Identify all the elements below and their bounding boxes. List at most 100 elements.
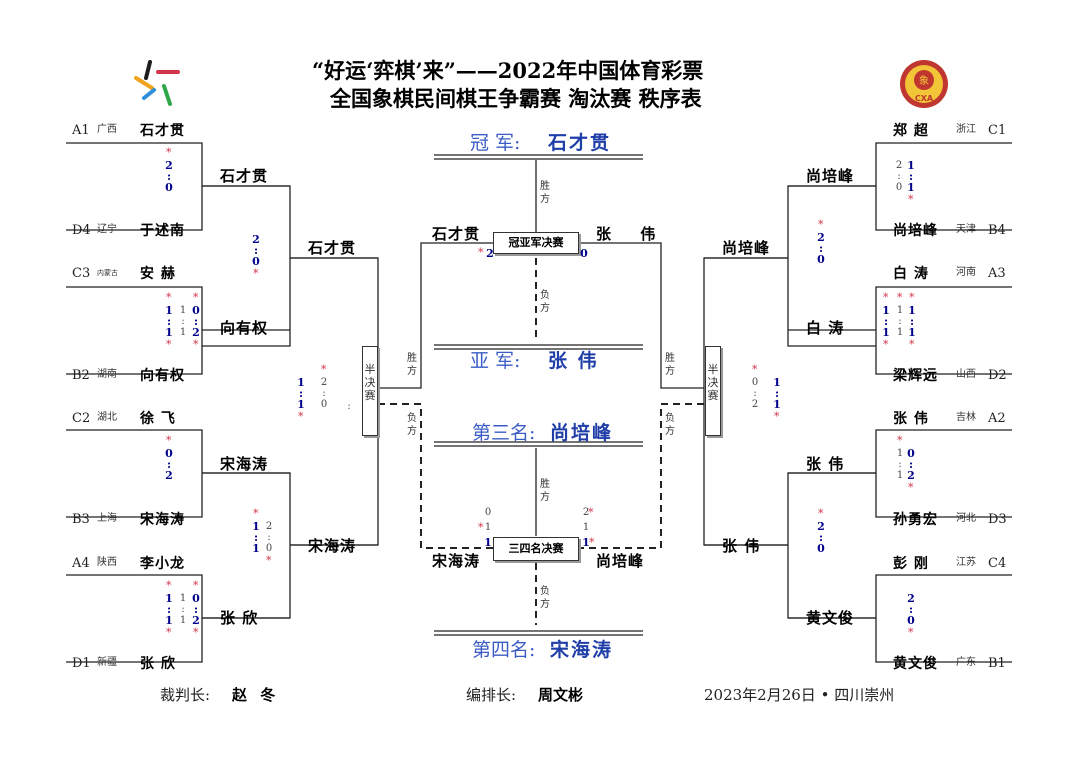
date-place: 2023年2月26日 • 四川崇州: [704, 686, 895, 704]
seed-player-name: 孙勇宏: [893, 512, 938, 528]
seed-code: B3: [72, 512, 90, 527]
score-digit: 2: [265, 521, 273, 532]
score-digit: 2: [817, 231, 825, 244]
seed-province: 上海: [97, 513, 117, 524]
score-digit: 1: [179, 327, 187, 338]
score-digit: :: [166, 458, 172, 471]
score-digit: 1: [773, 398, 781, 411]
third-place-name: 尚培峰: [550, 422, 614, 444]
score-digit: 2: [751, 399, 759, 410]
score-digit: :: [253, 244, 259, 257]
seed-player-name: 宋海涛: [140, 512, 185, 528]
third-match-box: 三四名决赛: [493, 537, 579, 561]
score-digit: 1: [165, 614, 173, 627]
score-digit: 1: [882, 326, 890, 339]
right-lose-label: 负方: [665, 413, 675, 437]
score-star: *: [909, 338, 915, 351]
left-lose-label: 负方: [407, 413, 417, 437]
score-digit: 1: [907, 181, 915, 194]
score-star: *: [908, 193, 914, 206]
third-lose-label: 负方: [540, 586, 550, 610]
score-digit: :: [166, 315, 172, 328]
score-digit: 1: [179, 615, 187, 626]
score-digit: :: [898, 316, 902, 327]
runner-rule: [434, 344, 643, 350]
fourth-place-label: 第四名:: [472, 639, 536, 661]
score-digit: 2: [907, 592, 915, 605]
score-digit: 2: [252, 233, 260, 246]
score-digit: 0: [751, 377, 759, 388]
seed-player-name: 郑 超: [893, 123, 929, 139]
right-qf-winner: 张 伟: [722, 537, 761, 555]
score-digit: 1: [165, 304, 173, 317]
seed-code: A1: [72, 123, 90, 138]
third-rule: [434, 441, 643, 447]
score-digit: :: [267, 532, 271, 543]
left-semifinal-box: 半决赛: [362, 346, 378, 436]
third-left-dash: [378, 403, 493, 549]
page-title-line-2: 全国象棋民间棋王争霸赛 淘汰赛 秩序表: [330, 86, 702, 111]
score-digit: 1: [896, 327, 904, 338]
score-digit: :: [166, 603, 172, 616]
score-star: *: [166, 434, 172, 447]
score-star: *: [883, 291, 889, 304]
left-r1-winner: 宋海涛: [220, 455, 269, 473]
third-left-star: *: [478, 521, 484, 534]
score-star: *: [266, 554, 272, 567]
final-lose-label: 负方: [540, 290, 550, 314]
champion-label: 冠 军:: [470, 132, 521, 154]
final-right-player: 张 伟: [596, 225, 668, 243]
fourth-rule: [434, 630, 643, 636]
third-left-player: 宋海涛: [432, 552, 481, 570]
score-star: *: [818, 507, 824, 520]
seed-player-name: 向有权: [140, 368, 185, 384]
score-star: *: [166, 626, 172, 639]
score-digit: 1: [896, 305, 904, 316]
score-digit: 0: [265, 543, 273, 554]
seed-code: B2: [72, 368, 90, 383]
seed-code: C4: [988, 556, 1007, 571]
seed-code: A3: [988, 266, 1006, 281]
score-star: *: [193, 291, 199, 304]
score-star: *: [321, 363, 327, 376]
score-star: *: [166, 579, 172, 592]
score-star: *: [253, 267, 259, 280]
score-star: *: [818, 218, 824, 231]
score-digit: 2: [165, 469, 173, 482]
score-digit: :: [818, 242, 824, 255]
seed-code: C2: [72, 411, 91, 426]
seed-province: 湖北: [97, 412, 117, 423]
score-digit: 1: [165, 592, 173, 605]
left-r1-winner: 向有权: [220, 319, 269, 337]
left-win-label: 胜方: [407, 353, 417, 377]
seed-province: 陕西: [97, 557, 117, 568]
score-digit: 1: [882, 304, 890, 317]
score-star: *: [193, 626, 199, 639]
right-r1-match-2: [788, 286, 1012, 375]
score-digit: :: [897, 171, 901, 182]
score-star: *: [908, 481, 914, 494]
score-digit: :: [908, 603, 914, 616]
seed-code: D1: [72, 656, 91, 671]
seed-code: B1: [988, 656, 1006, 671]
right-r1-winner: 黄文俊: [806, 609, 855, 627]
seed-province: 山西: [956, 369, 976, 380]
score-digit: :: [908, 170, 914, 183]
seed-province: 浙江: [956, 124, 976, 135]
score-digit: :: [181, 316, 185, 327]
final-right-path: [580, 242, 704, 389]
score-star: *: [193, 579, 199, 592]
score-star: *: [774, 410, 780, 423]
cxa-logo-icon: 象 CXA: [900, 60, 948, 108]
score-digit: 1: [179, 305, 187, 316]
score-digit: :: [193, 315, 199, 328]
seed-player-name: 尚培峰: [893, 223, 938, 239]
final-right-score: 0: [580, 247, 588, 260]
seed-player-name: 张 伟: [893, 411, 929, 427]
seed-player-name: 徐 飞: [140, 411, 176, 427]
score-digit: :: [774, 387, 780, 400]
seed-province: 河南: [956, 267, 976, 278]
third-left-top-score: 0: [484, 507, 492, 518]
seed-code: A4: [72, 556, 90, 571]
